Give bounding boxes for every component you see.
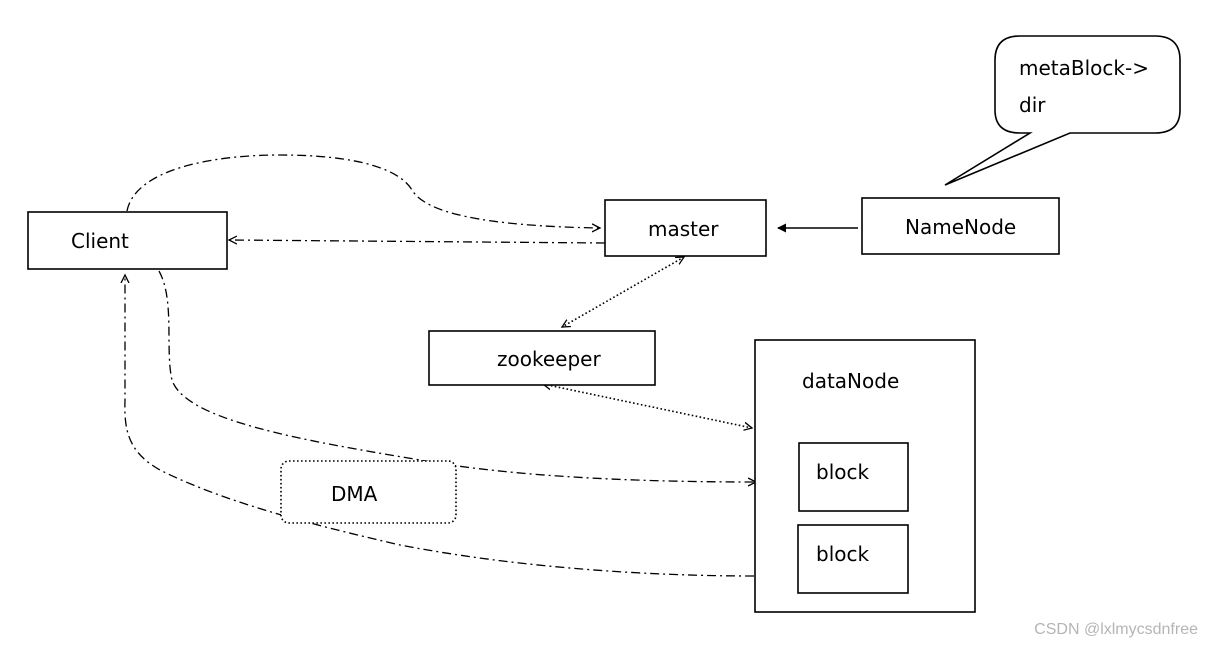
dma-label: DMA [331, 482, 378, 506]
client-label: Client [71, 229, 129, 253]
zookeeper-datanode-link [543, 384, 752, 428]
master-to-client-arrow [229, 240, 606, 243]
callout-text-line2: dir [1019, 93, 1046, 117]
master-zookeeper-link [562, 257, 684, 327]
block-node-1: block [798, 442, 909, 512]
datanode-label: dataNode [802, 369, 899, 393]
master-label: master [648, 217, 719, 241]
client-to-master-arc [126, 154, 600, 228]
datanode-to-client-curve [125, 275, 755, 577]
block-label-1: block [816, 460, 869, 484]
zookeeper-label: zookeeper [497, 347, 601, 371]
dma-node: DMA [280, 460, 457, 524]
client-to-datanode-curve [158, 270, 756, 482]
client-node: Client [27, 211, 228, 270]
namenode-node: NameNode [861, 197, 1060, 255]
watermark: CSDN @lxlmycsdnfree [1034, 621, 1198, 638]
block-node-2: block [797, 524, 909, 594]
master-node: master [604, 199, 767, 257]
callout-text-line1: metaBlock-> [1019, 56, 1149, 80]
namenode-label: NameNode [905, 215, 1016, 239]
callout-bubble [944, 35, 1181, 186]
block-label-2: block [816, 542, 869, 566]
zookeeper-node: zookeeper [428, 330, 656, 386]
